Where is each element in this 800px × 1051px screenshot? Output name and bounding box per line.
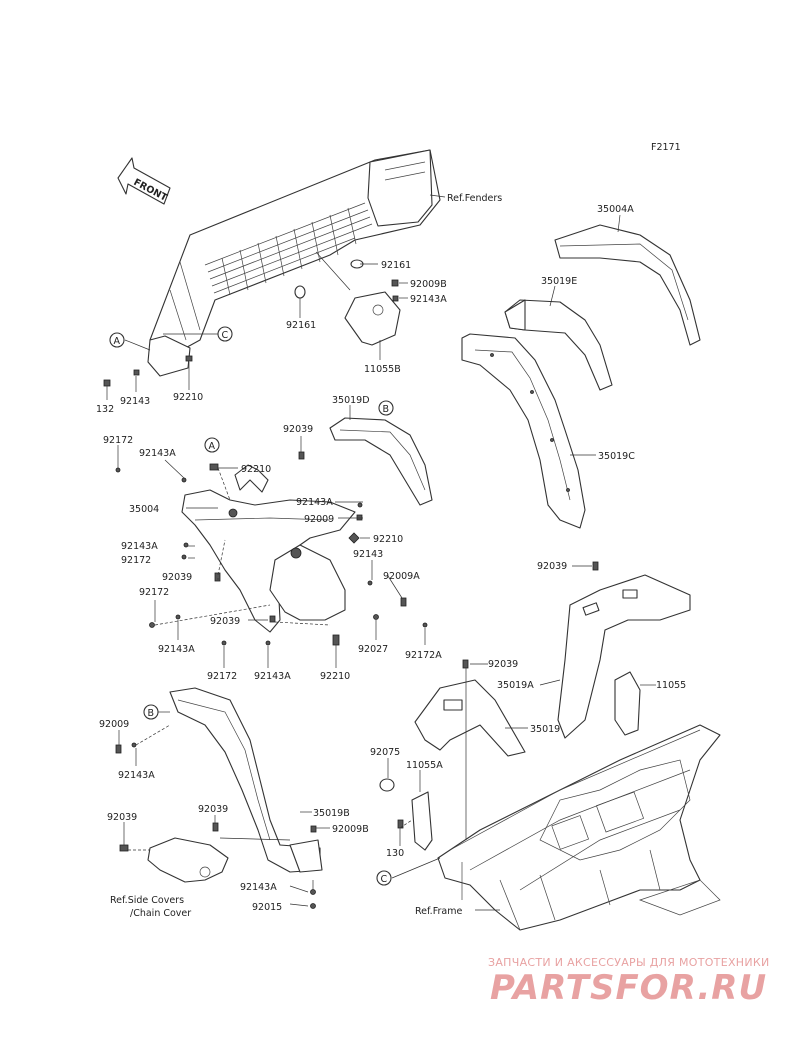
fender-35019c <box>461 333 586 529</box>
part-label: 35019C <box>598 451 635 462</box>
part-label: 92009 <box>99 719 129 730</box>
fasteners <box>103 355 599 909</box>
part-label: 92039 <box>283 424 313 435</box>
part-label: 35004 <box>129 504 159 515</box>
part-label: 92143A <box>240 882 277 893</box>
frame <box>437 724 721 931</box>
watermark-tagline: ЗАПЧАСТИ И АКСЕССУАРЫ ДЛЯ МОТОТЕХНИКИ <box>488 956 770 969</box>
part-label: 92009B <box>410 279 447 290</box>
part-label: 92210 <box>241 464 271 475</box>
part-label: 92039 <box>107 812 137 823</box>
watermark-brand: PARTSFOR.RU <box>490 968 768 1008</box>
marker-a-1: A <box>114 336 121 347</box>
part-label: 92039 <box>537 561 567 572</box>
ref-frame: Ref.Frame <box>415 906 462 917</box>
part-label: 92143A <box>121 541 158 552</box>
front-arrow: FRONT <box>117 157 171 205</box>
part-label: 92075 <box>370 747 400 758</box>
fender-35004a <box>554 224 701 346</box>
part-label: 92015 <box>252 902 282 913</box>
part-label: 92161 <box>381 260 411 271</box>
diagram-code: F2171 <box>651 142 681 153</box>
part-label: 35019B <box>313 808 350 819</box>
ref-side-covers: Ref.Side Covers <box>110 895 184 906</box>
part-label: 35019 <box>530 724 560 735</box>
part-label: 92143A <box>158 644 195 655</box>
part-label: 92172 <box>139 587 169 598</box>
part-label: 92210 <box>173 392 203 403</box>
part-label: 35019D <box>332 395 370 406</box>
part-label: 92009A <box>383 571 420 582</box>
part-label: 35004A <box>597 204 634 215</box>
side-cover-fragment <box>147 837 229 883</box>
fender-35019e <box>504 299 613 391</box>
fender-35019 <box>414 679 526 757</box>
part-label: 92210 <box>320 671 350 682</box>
part-label: 92039 <box>162 572 192 583</box>
part-label: 92143 <box>353 549 383 560</box>
fender-35019b <box>169 687 323 873</box>
part-label: 92172 <box>207 671 237 682</box>
part-label: 92210 <box>373 534 403 545</box>
leader-lines <box>106 194 656 911</box>
part-label: 11055A <box>406 760 443 771</box>
part-label: 92172 <box>103 435 133 446</box>
front-grille-assembly <box>147 149 441 377</box>
fender-35019d <box>329 417 433 506</box>
part-label: 92039 <box>198 804 228 815</box>
part-label: 92009 <box>304 514 334 525</box>
part-label: 130 <box>386 848 404 859</box>
marker-b-1: B <box>383 404 390 415</box>
part-label: 92161 <box>286 320 316 331</box>
part-label: 92143 <box>120 396 150 407</box>
part-label: 92143A <box>410 294 447 305</box>
ref-chain-cover: /Chain Cover <box>130 908 191 919</box>
circle-markers: A C A B B C <box>109 326 394 886</box>
bracket-11055b <box>344 291 401 346</box>
part-label: 35019A <box>497 680 534 691</box>
marker-c-2: C <box>381 874 388 885</box>
part-label: 35019E <box>541 276 577 287</box>
part-label: 92143A <box>118 770 155 781</box>
part-label: 132 <box>96 404 114 415</box>
part-label: 92039 <box>210 616 240 627</box>
part-label: 92143A <box>254 671 291 682</box>
part-label: 92009B <box>332 824 369 835</box>
part-label: 92039 <box>488 659 518 670</box>
part-label: 92143A <box>296 497 333 508</box>
ref-fenders: Ref.Fenders <box>447 193 502 204</box>
part-number-labels: 92161 92009B 92143A 92161 11055B 35004A … <box>96 204 686 913</box>
part-label: 11055B <box>364 364 401 375</box>
part-label: 92143A <box>139 448 176 459</box>
part-label: 92172 <box>121 555 151 566</box>
part-label: 11055 <box>656 680 686 691</box>
part-label: 92027 <box>358 644 388 655</box>
bracket-11055 <box>614 671 641 736</box>
part-label: 92172A <box>405 650 442 661</box>
fender-35004 <box>181 464 356 633</box>
marker-c-1: C <box>222 330 229 341</box>
marker-b-2: B <box>148 708 155 719</box>
bracket-11055a <box>411 791 433 851</box>
marker-a-2: A <box>209 441 216 452</box>
fender-35019a <box>557 574 691 739</box>
